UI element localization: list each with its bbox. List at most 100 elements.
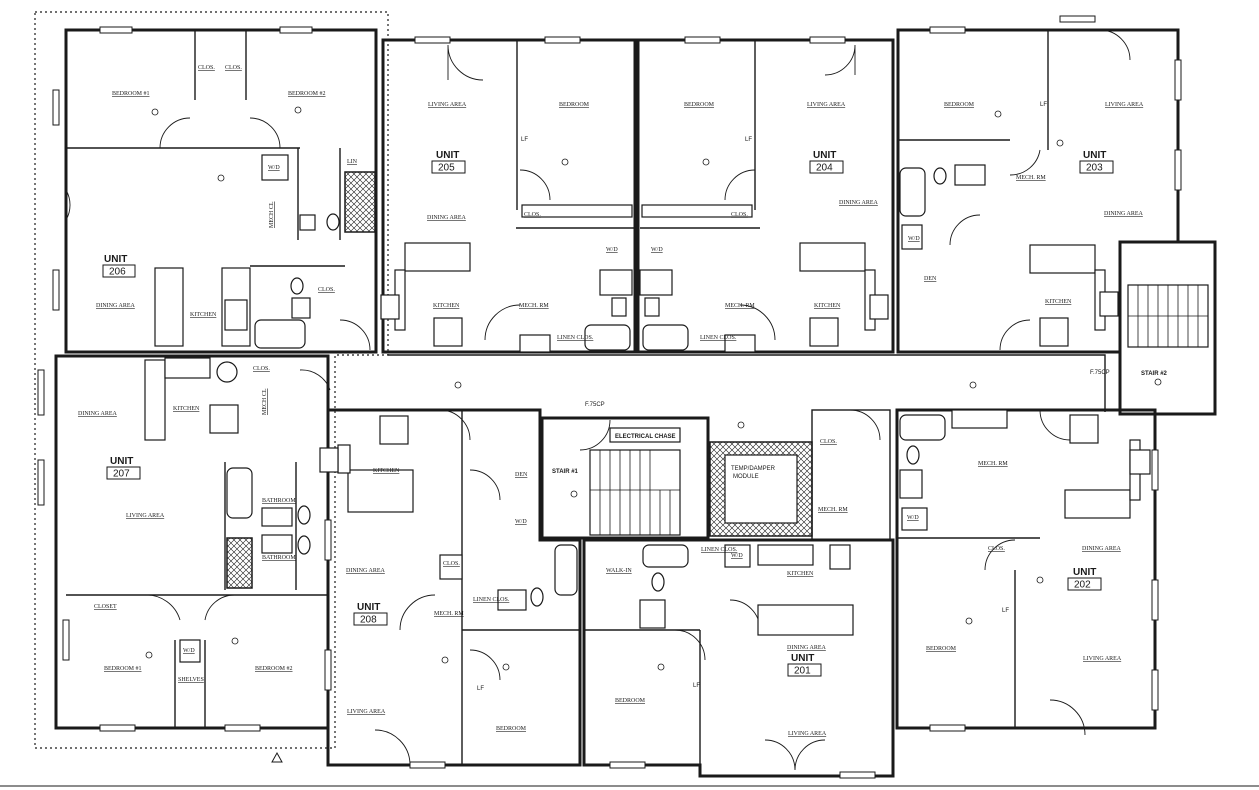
room-label: LIN xyxy=(347,159,358,165)
room-label: DINING AREA xyxy=(1082,546,1121,552)
room-label: DINING AREA xyxy=(839,200,878,206)
room-label: BEDROOM xyxy=(944,102,975,108)
electrical-chase xyxy=(609,427,681,443)
unit-tag-206: UNIT 206 xyxy=(102,254,136,278)
room-label: KITCHEN xyxy=(787,571,814,577)
room-label: CLOS. xyxy=(318,287,335,293)
room-label: WALK-IN xyxy=(606,568,632,574)
room-label: MECH. RM xyxy=(978,461,1008,467)
unit-word: UNIT xyxy=(110,456,133,467)
room-label: BEDROOM xyxy=(559,102,590,108)
room-label: W/D xyxy=(907,515,919,521)
unit-word: UNIT xyxy=(1073,567,1096,578)
unit-tag-204: UNIT 204 xyxy=(809,150,844,174)
stair-1 xyxy=(589,449,681,536)
room-label: W/D xyxy=(651,247,663,253)
room-label: CLOS. xyxy=(524,212,541,218)
unit-number: 206 xyxy=(109,267,126,278)
room-label: W/D xyxy=(183,648,195,654)
fixtures xyxy=(144,154,1151,663)
room-label: LIVING AREA xyxy=(1083,656,1122,662)
smoke-detector-icons xyxy=(145,106,1162,671)
room-labels-201: WALK-IN LINEN CLOS. W/D KITCHEN BEDROOM … xyxy=(606,547,827,737)
room-label: MECH CL xyxy=(262,388,268,415)
room-label: DINING AREA xyxy=(346,568,385,574)
unit-tag-207: UNIT 207 xyxy=(106,456,141,480)
room-label: BEDROOM #2 xyxy=(288,91,326,97)
room-label: CLOSET xyxy=(94,604,117,610)
room-label: MECH. RM xyxy=(1016,175,1046,181)
room-label: W/D xyxy=(908,236,920,242)
unit-word: UNIT xyxy=(1083,150,1106,161)
unit-number: 207 xyxy=(113,469,130,480)
room-label: LIVING AREA xyxy=(428,102,467,108)
room-label: BATHROOM xyxy=(262,555,296,561)
revision-triangle-icon xyxy=(271,751,283,763)
temp-damper-label: TEMP/DAMPER xyxy=(731,466,776,472)
room-label: DEN xyxy=(924,276,937,282)
windows xyxy=(37,15,1182,779)
unit-word: UNIT xyxy=(791,653,814,664)
unit-word: UNIT xyxy=(813,150,836,161)
unit-tag-208: UNIT 208 xyxy=(353,602,388,626)
stair-2 xyxy=(1127,284,1209,348)
room-labels-207: DINING AREA KITCHEN CLOS. MECH CL LIVING… xyxy=(78,366,296,683)
room-label: BEDROOM xyxy=(926,646,957,652)
room-label: DINING AREA xyxy=(1104,211,1143,217)
room-label: LIVING AREA xyxy=(807,102,846,108)
room-label: CLOS. xyxy=(253,366,270,372)
unit-word: UNIT xyxy=(357,602,380,613)
room-label: BEDROOM #1 xyxy=(104,666,142,672)
unit-number: 201 xyxy=(794,666,811,677)
unit-word: UNIT xyxy=(104,254,127,265)
unit-number: 203 xyxy=(1086,163,1103,174)
room-label: MECH CL xyxy=(269,201,275,228)
room-labels-202: MECH. RM W/D CLOS. DINING AREA BEDROOM L… xyxy=(907,461,1122,662)
room-label: BEDROOM xyxy=(615,698,646,704)
room-label: LINEN CLOS. xyxy=(700,335,737,341)
room-label: KITCHEN xyxy=(173,406,200,412)
module-label: MODULE xyxy=(733,474,759,480)
lf-marker: LF xyxy=(521,137,528,143)
room-label: DINING AREA xyxy=(96,303,135,309)
unit-number: 202 xyxy=(1074,580,1091,591)
fire-panel-label: F.75CP xyxy=(585,402,605,408)
room-label: LINEN CLOS. xyxy=(701,547,738,553)
room-label: LINEN CLOS. xyxy=(473,597,510,603)
room-label: W/D xyxy=(606,247,618,253)
room-label: KITCHEN xyxy=(190,312,217,318)
room-label: LIVING AREA xyxy=(347,709,386,715)
room-label: DEN xyxy=(515,472,528,478)
room-label: MECH. RM xyxy=(818,507,848,513)
room-label: CLOS. xyxy=(198,65,215,71)
room-label: KITCHEN xyxy=(1045,299,1072,305)
room-label: BEDROOM #2 xyxy=(255,666,293,672)
unit-tag-201: UNIT 201 xyxy=(787,653,822,677)
room-label: KITCHEN xyxy=(433,303,460,309)
stair-1-label: STAIR #1 xyxy=(552,469,579,475)
room-label: KITCHEN xyxy=(373,468,400,474)
room-label: CLOS. xyxy=(988,546,1005,552)
room-label: MECH. RM xyxy=(725,303,755,309)
room-label: LIVING AREA xyxy=(126,513,165,519)
room-label: DINING AREA xyxy=(427,215,466,221)
room-label: SHELVES xyxy=(178,677,204,683)
unit-number: 205 xyxy=(438,163,455,174)
lf-marker: LF xyxy=(477,686,484,692)
room-labels-208: KITCHEN DEN W/D DINING AREA CLOS. MECH. … xyxy=(346,468,528,732)
unit-number: 204 xyxy=(816,163,833,174)
room-label: BEDROOM xyxy=(496,726,527,732)
unit-number: 208 xyxy=(360,615,377,626)
room-labels-204: BEDROOM LIVING AREA DINING AREA CLOS. W/… xyxy=(651,102,878,341)
room-label: BEDROOM #1 xyxy=(112,91,150,97)
room-label: MECH. RM xyxy=(434,611,464,617)
electrical-chase-label: ELECTRICAL CHASE xyxy=(615,434,676,440)
room-labels-205: LIVING AREA BEDROOM DINING AREA CLOS. W/… xyxy=(427,102,618,341)
unit-word: UNIT xyxy=(436,150,459,161)
room-label: MECH. RM xyxy=(519,303,549,309)
door-swings xyxy=(65,29,1131,771)
room-label: W/D xyxy=(268,165,280,171)
room-label: W/D xyxy=(731,553,743,559)
room-label: CLOS. xyxy=(820,439,837,445)
room-label: CLOS. xyxy=(443,561,460,567)
